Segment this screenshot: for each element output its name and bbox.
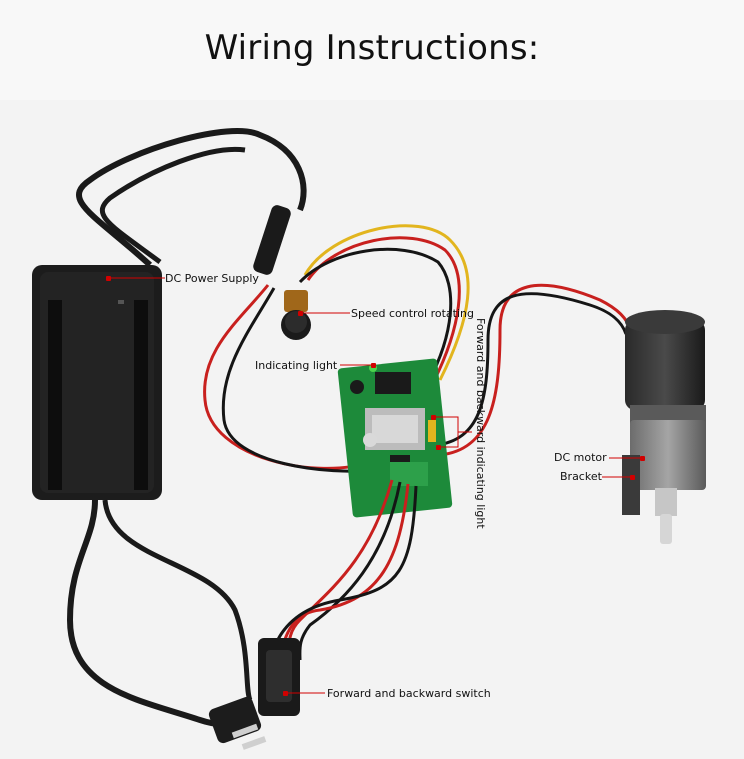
- label-indicating-light: Indicating light: [255, 359, 338, 372]
- pointer-dot: [640, 456, 645, 461]
- rocker-switch: [258, 638, 300, 716]
- ac-plug: [208, 696, 267, 750]
- dc-motor: [622, 310, 706, 544]
- pointer-dot: [630, 475, 635, 480]
- label-speed-control: Speed control rotating: [351, 307, 474, 320]
- pointer-dot: [431, 415, 436, 420]
- pointer-dot: [298, 311, 303, 316]
- pointer-dot: [371, 363, 376, 368]
- pointer-dot: [436, 445, 441, 450]
- pointer-dot: [106, 276, 111, 281]
- power-adapter: [32, 265, 162, 500]
- title-band: [0, 0, 744, 100]
- adapter-dc-cable: [76, 128, 307, 268]
- label-dc-power-supply: DC Power Supply: [165, 272, 259, 285]
- pointer-dot: [283, 691, 288, 696]
- page-title: Wiring Instructions:: [204, 28, 540, 68]
- speed-potentiometer: [281, 290, 311, 340]
- controller-board: [337, 358, 453, 518]
- label-bracket: Bracket: [560, 470, 602, 483]
- pointer-lines: [108, 277, 642, 694]
- ac-cable: [66, 499, 253, 727]
- dc-plug: [253, 205, 291, 275]
- label-forward-backward-light: Forward and backward indicating light: [474, 318, 487, 529]
- label-dc-motor: DC motor: [554, 451, 607, 464]
- label-forward-backward-switch: Forward and backward switch: [327, 687, 491, 700]
- pot-wires-yellow: [303, 224, 470, 381]
